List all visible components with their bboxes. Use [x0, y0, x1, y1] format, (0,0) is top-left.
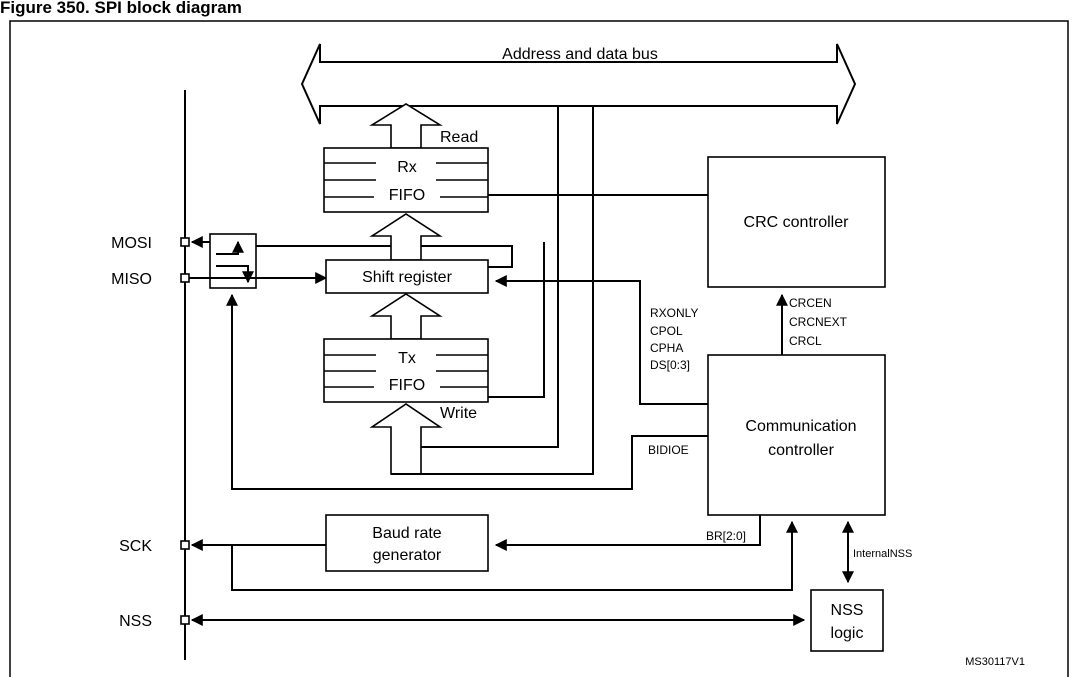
- crc-signal-3: CRCL: [789, 334, 822, 348]
- shift-to-tx-arrow: [369, 293, 443, 340]
- tx-fifo-label-1: Tx: [398, 350, 416, 367]
- write-arrow: [369, 403, 443, 475]
- comm-controller-label-1: Communication: [745, 418, 856, 435]
- pin-mosi: MOSI: [111, 235, 190, 252]
- communication-controller: Communication controller: [707, 354, 886, 516]
- crc-signal-1: CRCEN: [789, 296, 832, 310]
- config-signal-4: DS[0:3]: [650, 358, 690, 372]
- pin-sck: SCK: [119, 538, 190, 555]
- write-label: Write: [440, 405, 477, 422]
- pin-miso: MISO: [111, 271, 190, 288]
- rx-to-shift-arrow: [369, 213, 443, 261]
- internal-nss-label: InternalNSS: [853, 548, 912, 560]
- br-line: [494, 515, 761, 551]
- config-signal-1: RXONLY: [650, 306, 698, 320]
- br-label: BR[2:0]: [706, 529, 746, 543]
- bus-label: Address and data bus: [502, 46, 658, 63]
- bidioe-line: [226, 293, 708, 490]
- sck-return-line: [231, 520, 798, 591]
- pin-mux-box: [209, 233, 257, 289]
- address-data-bus: [300, 43, 857, 125]
- baud-rate-label-1: Baud rate: [372, 525, 441, 542]
- pin-miso-label: MISO: [111, 271, 152, 288]
- config-signal-3: CPHA: [650, 341, 683, 355]
- crc-signal-2: CRCNEXT: [789, 315, 848, 329]
- baud-rate-label-2: generator: [373, 547, 442, 564]
- read-arrow: [369, 103, 443, 149]
- tx-fifo-feedback-line: [488, 242, 545, 398]
- nss-logic: NSS logic: [810, 589, 884, 652]
- comm-controller-label-2: controller: [768, 442, 834, 459]
- ref-code: MS30117V1: [965, 656, 1025, 668]
- rx-fifo: Rx FIFO: [323, 147, 489, 213]
- figure-frame: [9, 20, 1069, 677]
- config-line: [494, 275, 708, 405]
- nss-logic-label-1: NSS: [831, 602, 864, 619]
- config-signal-2: CPOL: [650, 324, 683, 338]
- bidioe-label: BIDIOE: [648, 443, 689, 457]
- pin-nss-label: NSS: [119, 613, 152, 630]
- pin-mosi-label: MOSI: [111, 235, 152, 252]
- bus-tap-left: [421, 106, 559, 448]
- pin-nss: NSS: [119, 613, 190, 630]
- crc-controller-label: CRC controller: [744, 214, 850, 231]
- figure-caption: Figure 350. SPI block diagram: [0, 0, 242, 17]
- tx-fifo: Tx FIFO: [323, 338, 489, 403]
- rx-fifo-label-1: Rx: [397, 159, 417, 176]
- shift-register: Shift register: [325, 259, 489, 294]
- nss-logic-label-2: logic: [831, 625, 864, 642]
- shift-register-label: Shift register: [362, 269, 452, 286]
- bus-tap-right: [391, 106, 594, 475]
- tx-fifo-label-2: FIFO: [389, 377, 425, 394]
- read-label: Read: [440, 129, 478, 146]
- mosi-feedback-line: [256, 245, 513, 268]
- rx-fifo-label-2: FIFO: [389, 187, 425, 204]
- baud-rate-generator: Baud rate generator: [325, 514, 489, 572]
- crc-controller: CRC controller: [707, 156, 886, 288]
- pin-sck-label: SCK: [119, 538, 152, 555]
